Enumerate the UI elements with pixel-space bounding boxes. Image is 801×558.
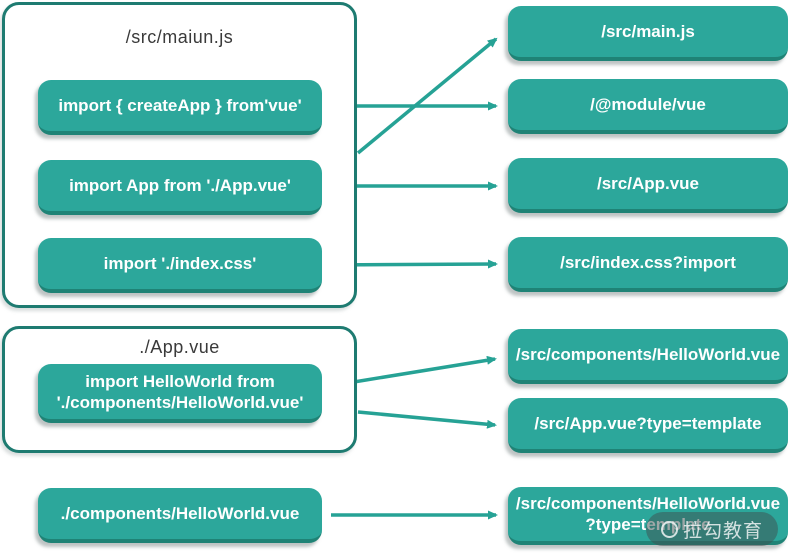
import-statement-app-vue: import App from './App.vue' [38,160,322,215]
resolved-node-src-app-vue: /src/App.vue [508,158,788,213]
resolved-node-module-vue: /@module/vue [508,79,788,134]
resolved-node-src-index-css-import: /src/index.css?import [508,237,788,292]
group-title-src-main-js: /src/maiun.js [125,27,234,47]
watermark-badge: 拉勾教育 [646,512,779,546]
arrow-mainjs-group-to-src-main-js [356,37,498,155]
resolved-node-src-components-helloworld: /src/components/HelloWorld.vue [508,329,788,384]
lagou-logo-icon [661,520,678,538]
import-statement-index-css: import './index.css' [38,238,322,293]
module-node-components-helloworld: ./components/HelloWorld.vue [38,488,322,543]
arrow-appvue-group-to-app-vue-template [357,410,497,429]
module-group-src-main-js: /src/maiun.js import { createApp } from'… [2,2,357,308]
resolved-node-src-main-js: /src/main.js [508,6,788,61]
import-statement-helloworld: import HelloWorld from './components/Hel… [38,364,322,423]
resolved-node-src-app-vue-template: /src/App.vue?type=template [508,398,788,453]
import-statement-createapp-vue: import { createApp } from'vue' [38,80,322,135]
watermark-text: 拉勾教育 [683,520,764,542]
group-title-app-vue: ./App.vue [139,337,220,357]
module-group-app-vue: ./App.vue import HelloWorld from './comp… [2,326,357,453]
